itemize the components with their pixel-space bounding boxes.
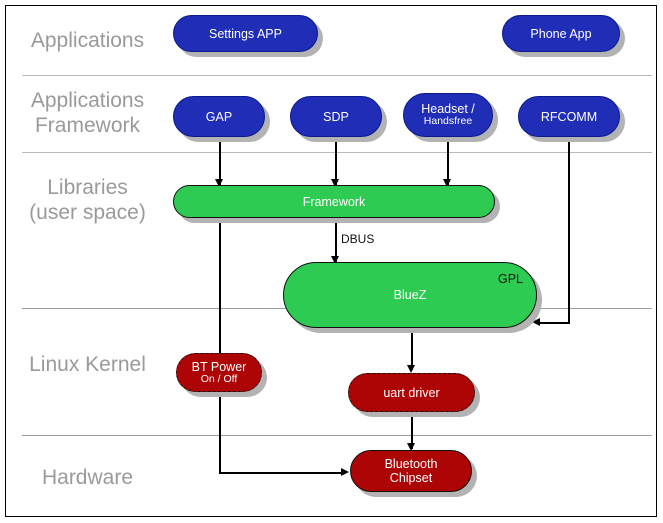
node-framework[interactable]: Framework [173, 185, 500, 223]
node-settings-app[interactable]: Settings APP [173, 15, 323, 57]
edge-framework-bluez-arrow [331, 256, 339, 264]
node-bluez[interactable]: GPL BlueZ [283, 262, 542, 333]
edge-gap-framework-arrow [215, 179, 223, 187]
edge-headset-framework-line [447, 137, 449, 185]
node-phone-app[interactable]: Phone App [502, 15, 625, 57]
node-pill [173, 185, 495, 218]
edge-bluez-uart-line [411, 328, 413, 370]
node-gap[interactable]: GAP [173, 96, 270, 142]
node-pill [173, 96, 265, 137]
edge-gap-chipset-arrow [341, 468, 349, 476]
node-pill [350, 450, 472, 492]
edge-sdp-framework-arrow [331, 179, 339, 187]
node-sdp[interactable]: SDP [290, 96, 387, 142]
edge-framework-bluez-line [335, 217, 337, 262]
node-uart-driver[interactable]: uart driver [348, 373, 480, 417]
edge-label-dbus: DBUS [341, 232, 375, 246]
divider-applications [22, 75, 652, 76]
node-bt-power[interactable]: BT Power On / Off [176, 353, 267, 397]
node-rfcomm[interactable]: RFCOMM [518, 96, 625, 142]
node-pill [403, 93, 493, 137]
divider-linux-kernel [22, 435, 652, 436]
layer-label-libraries: Libraries (user space) [29, 176, 146, 224]
edge-rfcomm-bluez-hline [540, 322, 569, 324]
layer-label-linux-kernel: Linux Kernel [29, 353, 146, 376]
layer-label-hardware: Hardware [41, 466, 134, 489]
layer-label-applications-framework: Applications Framework [30, 89, 145, 137]
node-pill [176, 353, 262, 392]
edge-gap-chipset-vline [219, 217, 221, 474]
node-bluetooth-chipset[interactable]: Bluetooth Chipset [350, 450, 477, 497]
node-pill [173, 15, 318, 52]
node-headset-handsfree[interactable]: Headset / Handsfree [403, 93, 498, 142]
node-pill [283, 262, 537, 328]
edge-gap-chipset-hline [219, 472, 343, 474]
node-pill [502, 15, 620, 52]
edge-uart-chipset-line [411, 412, 413, 449]
edge-rfcomm-bluez-arrow [532, 318, 540, 326]
node-pill [518, 96, 620, 137]
bluez-license-tag: GPL [497, 272, 523, 286]
divider-applications-framework [22, 152, 652, 153]
edge-uart-chipset-arrow [407, 443, 415, 451]
edge-bluez-uart-arrow [407, 365, 415, 373]
diagram-frame [5, 5, 657, 517]
node-pill [290, 96, 382, 137]
edge-gap-framework-line [219, 137, 221, 185]
edge-sdp-framework-line [335, 137, 337, 185]
layer-label-applications: Applications [30, 29, 145, 52]
edge-headset-framework-arrow [443, 179, 451, 187]
edge-rfcomm-bluez-vline [568, 137, 570, 324]
node-pill [348, 373, 475, 412]
